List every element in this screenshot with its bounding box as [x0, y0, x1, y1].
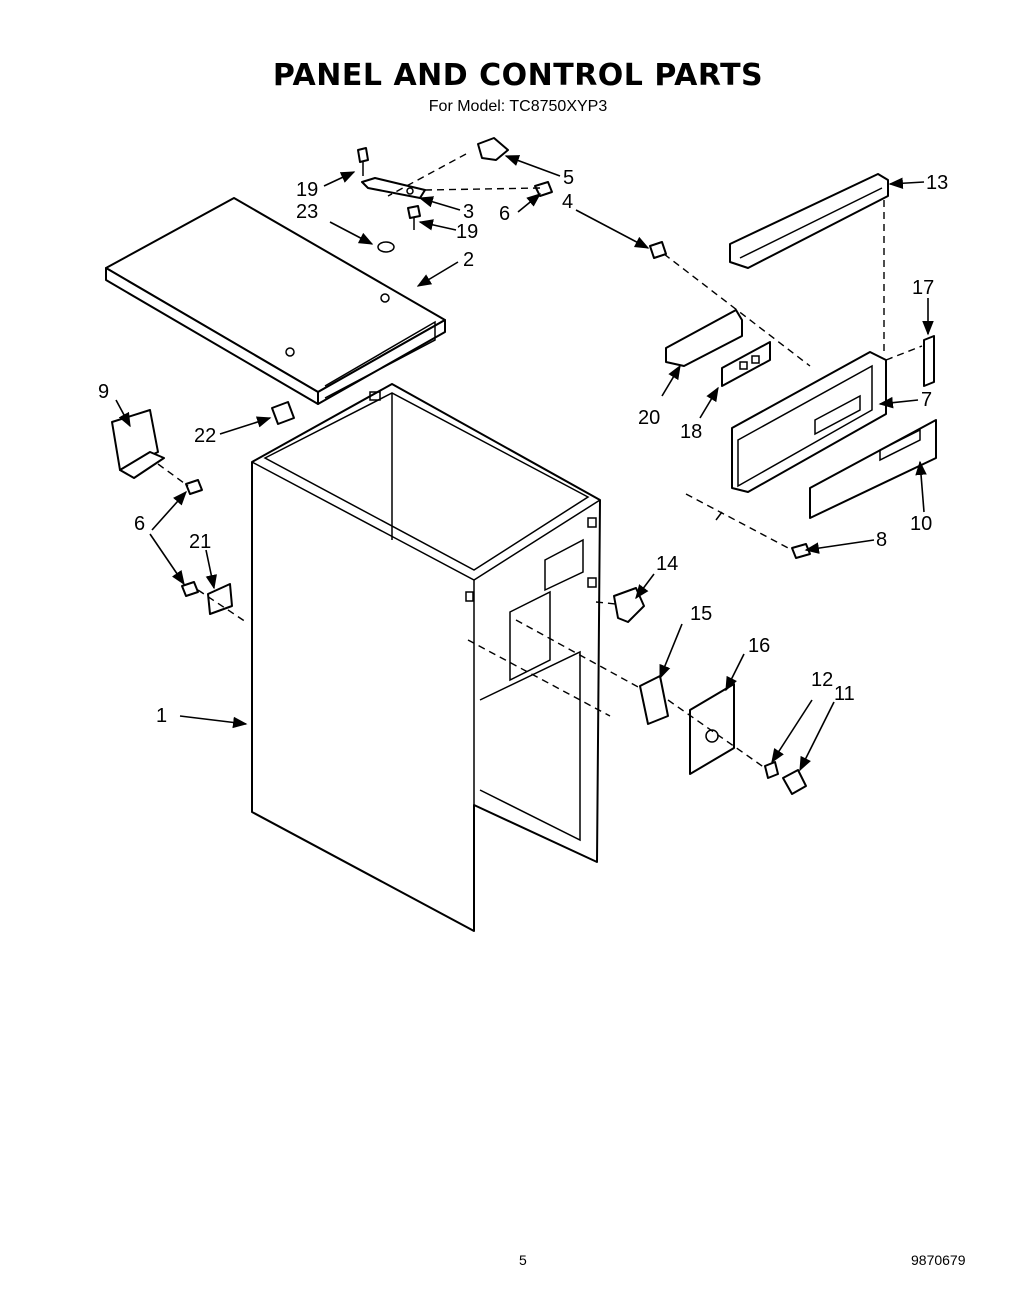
assembly-lines — [157, 153, 923, 769]
page-number: 5 — [519, 1252, 527, 1268]
callout-17: 17 — [912, 277, 934, 299]
callout-10: 10 — [910, 513, 932, 535]
callout-11: 11 — [834, 683, 855, 705]
hinge-assembly — [357, 137, 553, 230]
callout-20: 20 — [638, 407, 660, 429]
callout-9: 9 — [98, 381, 109, 403]
callout-21: 21 — [189, 531, 211, 553]
callout-8: 8 — [876, 529, 887, 551]
callout-12: 12 — [811, 669, 833, 691]
page-title: PANEL AND CONTROL PARTS — [272, 58, 764, 93]
callout-19-mid: 19 — [456, 221, 478, 243]
callout-labels: 1 2 3 4 5 6 6 7 8 9 10 11 12 13 14 15 16… — [98, 167, 948, 727]
callout-3: 3 — [463, 201, 474, 223]
callout-2: 2 — [463, 249, 474, 271]
callout-15: 15 — [690, 603, 712, 625]
callout-5: 5 — [563, 167, 574, 189]
callout-6-top: 6 — [499, 203, 510, 225]
cabinet — [251, 383, 601, 932]
callout-14: 14 — [656, 553, 678, 575]
hardware — [111, 241, 811, 795]
callout-19-top: 19 — [296, 179, 318, 201]
callout-6-left: 6 — [134, 513, 145, 535]
leader-lines — [115, 155, 934, 772]
callout-18: 18 — [680, 421, 702, 443]
callout-23: 23 — [296, 201, 318, 223]
control-console — [665, 173, 937, 521]
callout-7: 7 — [921, 389, 932, 411]
callout-16: 16 — [748, 635, 770, 657]
model-subtitle: For Model: TC8750XYP3 — [428, 98, 608, 115]
callout-22: 22 — [194, 425, 216, 447]
document-number: 9870679 — [911, 1252, 966, 1268]
callout-1: 1 — [156, 705, 167, 727]
callout-4: 4 — [562, 191, 573, 213]
top-lid — [105, 197, 446, 405]
callout-13: 13 — [926, 172, 948, 194]
